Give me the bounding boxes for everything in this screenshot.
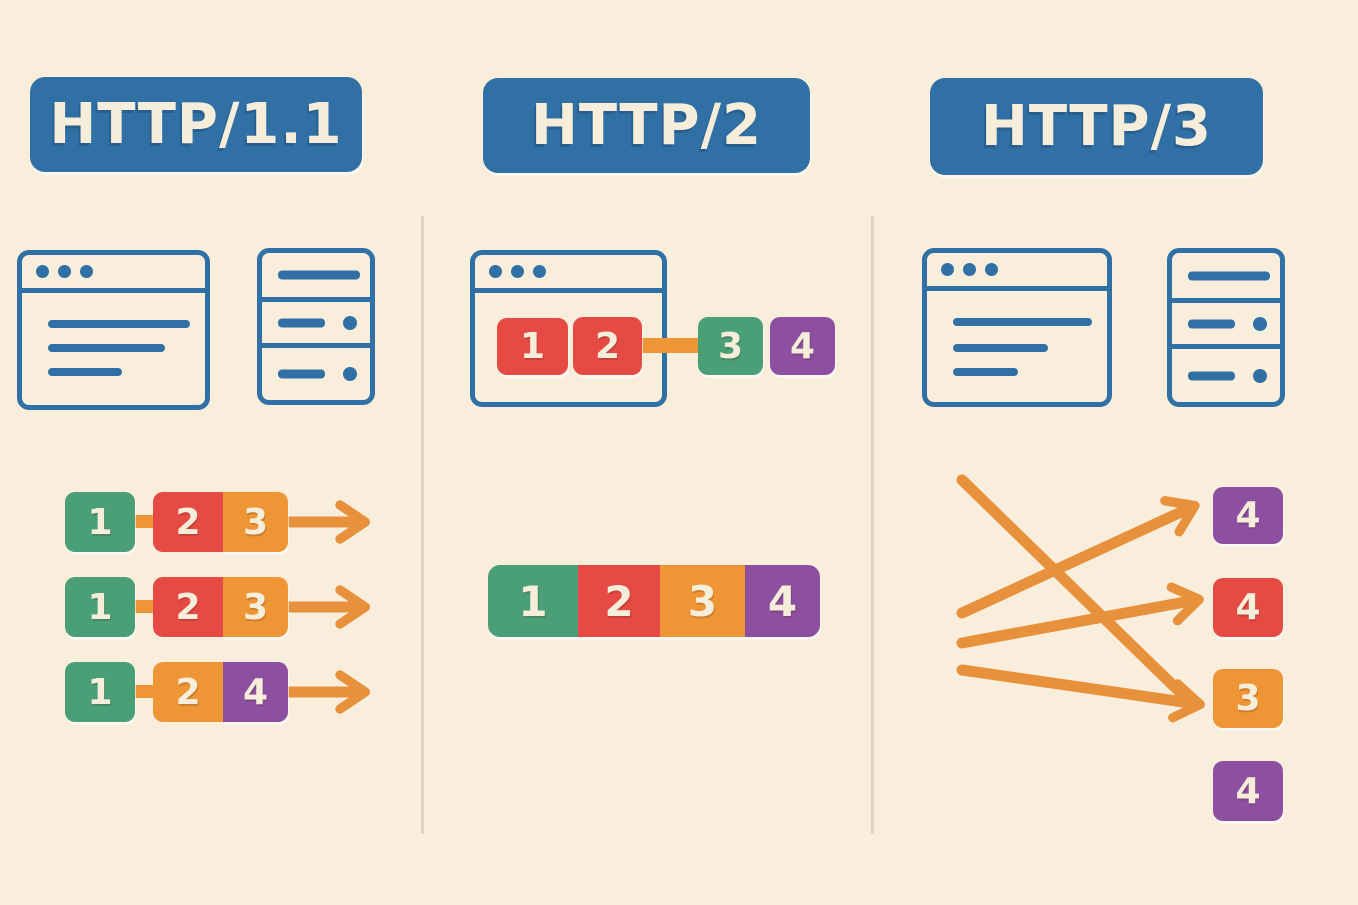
page-content-line (953, 368, 1018, 376)
page-content-line (953, 318, 1092, 326)
server-slot-line (1188, 319, 1235, 328)
server-slot-line (278, 369, 325, 379)
server-slot-line (1188, 371, 1235, 380)
packet-box: 4 (1213, 761, 1283, 821)
window-dot-icon (489, 265, 502, 278)
request-box: 3 (223, 492, 288, 552)
window-dot-icon (533, 265, 546, 278)
stream-segment: 4 (745, 565, 820, 637)
column-divider (421, 216, 424, 834)
browser-titlebar (927, 253, 1107, 291)
packet-arrow-icon (956, 664, 1205, 723)
server-led-icon (343, 367, 357, 381)
multiplexed-stream-bar: 1 2 3 4 (488, 565, 820, 637)
packet-box: 4 (1213, 487, 1283, 544)
request-box: 1 (65, 492, 135, 552)
page-content-line (48, 344, 165, 352)
http3-header-badge: HTTP/3 (930, 78, 1263, 175)
connection-link (135, 685, 155, 698)
http11-header-badge: HTTP/1.1 (30, 77, 362, 172)
server-unit (262, 253, 370, 302)
request-box: 2 (153, 662, 223, 722)
browser-icon (922, 248, 1112, 407)
connection-link (135, 515, 155, 528)
browser-titlebar (475, 255, 662, 293)
request-box: 2 (153, 577, 223, 637)
window-dot-icon (985, 263, 998, 276)
server-unit (1172, 303, 1280, 349)
server-unit (1172, 349, 1280, 402)
request-box: 3 (223, 577, 288, 637)
request-box: 1 (65, 577, 135, 637)
server-icon (1167, 248, 1285, 407)
stream-segment: 1 (488, 565, 578, 637)
page-content-line (48, 320, 190, 328)
request-box: 4 (770, 317, 835, 375)
server-led-icon (1253, 316, 1267, 331)
packet-box: 4 (1213, 578, 1283, 637)
server-led-icon (1253, 368, 1267, 383)
server-slot-line (278, 318, 325, 327)
packet-arrow-icon (956, 496, 1200, 619)
server-slot-line (1188, 271, 1270, 280)
packet-arrow-icon (956, 474, 1194, 706)
column-divider (871, 216, 874, 834)
request-box: 3 (698, 317, 763, 375)
server-unit (262, 302, 370, 348)
window-dot-icon (36, 265, 49, 278)
request-box: 4 (223, 662, 288, 722)
window-dot-icon (80, 265, 93, 278)
request-box: 2 (573, 317, 642, 375)
server-icon (257, 248, 375, 405)
server-slot-line (278, 270, 360, 280)
connection-link (135, 600, 155, 613)
server-led-icon (343, 315, 357, 330)
packet-arrow-icon (956, 582, 1204, 649)
stream-segment: 3 (660, 565, 745, 637)
page-content-line (48, 368, 122, 376)
stream-segment: 2 (578, 565, 660, 637)
packet-box: 3 (1213, 669, 1283, 728)
window-dot-icon (963, 263, 976, 276)
request-box: 1 (65, 662, 135, 722)
request-box: 2 (153, 492, 223, 552)
window-dot-icon (941, 263, 954, 276)
browser-titlebar (22, 255, 205, 293)
http2-header-badge: HTTP/2 (483, 78, 810, 173)
window-dot-icon (511, 265, 524, 278)
server-unit (1172, 253, 1280, 303)
window-dot-icon (58, 265, 71, 278)
page-content-line (953, 344, 1048, 352)
request-box: 1 (497, 318, 568, 375)
browser-icon (17, 250, 210, 410)
server-unit (262, 348, 370, 400)
